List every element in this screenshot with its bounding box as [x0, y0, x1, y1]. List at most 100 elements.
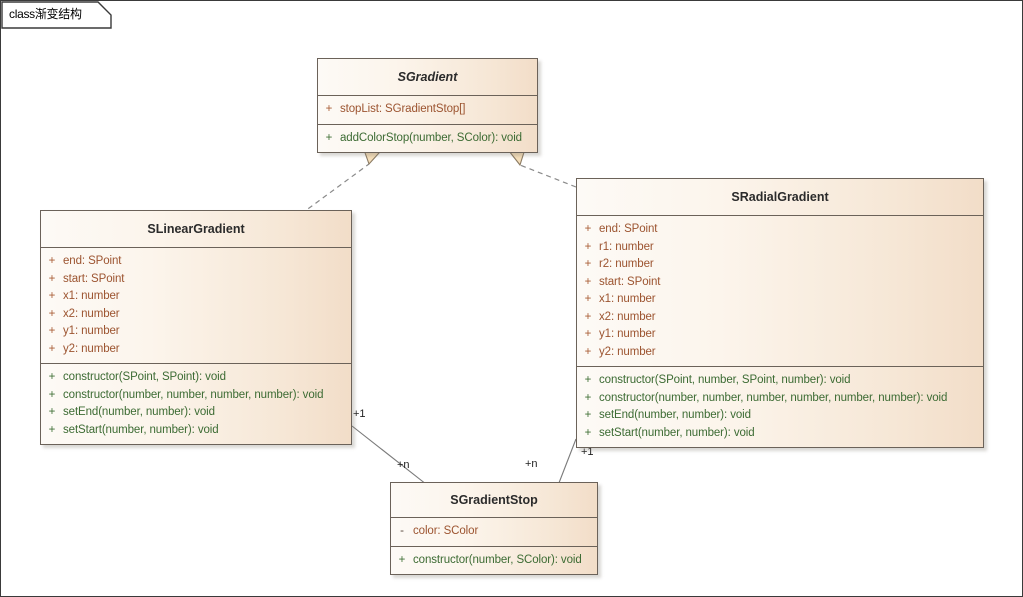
class-box-sgradient[interactable]: SGradient + stopList: SGradientStop[] + … [317, 58, 538, 153]
visibility-marker: + [584, 275, 592, 288]
attribute-row[interactable]: + r2: number [577, 256, 983, 274]
member-signature: setEnd(number, number): void [599, 409, 751, 421]
method-row[interactable]: + addColorStop(number, SColor): void [318, 130, 537, 148]
member-signature: constructor(SPoint, SPoint): void [63, 371, 226, 383]
attribute-row[interactable]: + stopList: SGradientStop[] [318, 101, 537, 119]
class-box-slineargradient[interactable]: SLinearGradient + end: SPoint + start: S… [40, 210, 352, 445]
method-row[interactable]: + constructor(SPoint, number, SPoint, nu… [577, 372, 983, 390]
attributes-section-sgradientstop: - color: SColor [391, 518, 597, 546]
member-signature: x2: number [599, 310, 656, 323]
edge-label-linear-n: +n [397, 459, 410, 471]
class-box-sradialgradient[interactable]: SRadialGradient + end: SPoint + r1: numb… [576, 178, 984, 448]
attribute-row[interactable]: + x1: number [577, 291, 983, 309]
class-name-sgradient: SGradient [318, 59, 537, 96]
member-signature: x1: number [599, 293, 656, 305]
visibility-marker: + [584, 310, 592, 323]
title-tab-shape [1, 1, 112, 29]
visibility-marker: + [584, 240, 592, 253]
member-signature: x2: number [63, 307, 120, 320]
visibility-marker: + [48, 371, 56, 383]
visibility-marker: + [48, 388, 56, 401]
visibility-marker: + [584, 293, 592, 305]
visibility-marker: + [48, 290, 56, 302]
edge-label-linear-one: +1 [353, 408, 366, 420]
realization-linear-to-gradient [300, 146, 380, 215]
member-signature: y2: number [599, 345, 656, 358]
method-row[interactable]: + constructor(SPoint, SPoint): void [41, 369, 351, 387]
visibility-marker: + [584, 223, 592, 235]
method-row[interactable]: + setEnd(number, number): void [41, 404, 351, 422]
methods-section-slineargradient: + constructor(SPoint, SPoint): void + co… [41, 363, 351, 444]
attribute-row[interactable]: + y2: number [41, 341, 351, 359]
member-signature: y1: number [63, 325, 120, 337]
member-signature: color: SColor [413, 525, 479, 537]
visibility-marker: + [48, 342, 56, 355]
methods-section-sgradientstop: + constructor(number, SColor): void [391, 545, 597, 575]
method-row[interactable]: + setStart(number, number): void [577, 425, 983, 443]
attribute-row[interactable]: + end: SPoint [41, 253, 351, 271]
edge-label-radial-n: +n [525, 458, 538, 470]
method-row[interactable]: + constructor(number, number, number, nu… [577, 390, 983, 408]
attribute-row[interactable]: + y1: number [577, 326, 983, 344]
member-signature: end: SPoint [599, 223, 658, 235]
realization-radial-to-gradient [507, 148, 577, 188]
visibility-marker: + [584, 391, 592, 404]
member-signature: addColorStop(number, SColor): void [340, 131, 522, 144]
member-signature: start: SPoint [599, 275, 661, 288]
attribute-row[interactable]: + end: SPoint [577, 221, 983, 239]
class-box-sgradientstop[interactable]: SGradientStop - color: SColor + construc… [390, 482, 598, 575]
visibility-marker: + [584, 426, 592, 439]
attribute-row[interactable]: + start: SPoint [577, 274, 983, 292]
attribute-row[interactable]: + start: SPoint [41, 271, 351, 289]
visibility-marker: + [48, 272, 56, 285]
method-row[interactable]: + constructor(number, number, number, nu… [41, 387, 351, 405]
attribute-row[interactable]: - color: SColor [391, 523, 597, 541]
member-signature: x1: number [63, 290, 120, 302]
association-radial-to-stop [556, 438, 577, 489]
visibility-marker: + [584, 258, 592, 270]
method-row[interactable]: + setEnd(number, number): void [577, 407, 983, 425]
attributes-section-sgradient: + stopList: SGradientStop[] [318, 96, 537, 124]
attributes-section-slineargradient: + end: SPoint + start: SPoint + x1: numb… [41, 248, 351, 363]
visibility-marker: + [584, 374, 592, 386]
visibility-marker: - [400, 525, 404, 537]
visibility-marker: + [325, 103, 333, 115]
member-signature: setStart(number, number): void [63, 423, 219, 436]
member-signature: constructor(SPoint, number, SPoint, numb… [599, 374, 851, 386]
attribute-row[interactable]: + x1: number [41, 288, 351, 306]
class-name-sgradientstop: SGradientStop [391, 483, 597, 518]
attribute-row[interactable]: + y2: number [577, 344, 983, 362]
visibility-marker: + [325, 131, 333, 144]
member-signature: r1: number [599, 240, 654, 253]
visibility-marker: + [48, 325, 56, 337]
member-signature: constructor(number, SColor): void [413, 553, 582, 566]
member-signature: end: SPoint [63, 255, 122, 267]
attributes-section-sradialgradient: + end: SPoint + r1: number + r2: number … [577, 216, 983, 366]
visibility-marker: + [584, 409, 592, 421]
diagram-title-label: class渐变结构 [9, 7, 82, 21]
visibility-marker: + [398, 553, 406, 566]
attribute-row[interactable]: + r1: number [577, 239, 983, 257]
attribute-row[interactable]: + y1: number [41, 323, 351, 341]
visibility-marker: + [584, 345, 592, 358]
method-row[interactable]: + constructor(number, SColor): void [391, 552, 597, 570]
visibility-marker: + [584, 328, 592, 340]
methods-section-sradialgradient: + constructor(SPoint, number, SPoint, nu… [577, 366, 983, 447]
member-signature: y2: number [63, 342, 120, 355]
member-signature: setStart(number, number): void [599, 426, 755, 439]
edge-label-radial-one: +1 [581, 446, 594, 458]
visibility-marker: + [48, 423, 56, 436]
attribute-row[interactable]: + x2: number [577, 309, 983, 327]
method-row[interactable]: + setStart(number, number): void [41, 422, 351, 440]
member-signature: start: SPoint [63, 272, 125, 285]
member-signature: r2: number [599, 258, 654, 270]
association-linear-to-stop [351, 425, 432, 489]
member-signature: stopList: SGradientStop[] [340, 103, 466, 115]
methods-section-sgradient: + addColorStop(number, SColor): void [318, 123, 537, 153]
member-signature: y1: number [599, 328, 656, 340]
visibility-marker: + [48, 406, 56, 418]
member-signature: constructor(number, number, number, numb… [599, 391, 948, 404]
visibility-marker: + [48, 307, 56, 320]
member-signature: setEnd(number, number): void [63, 406, 215, 418]
attribute-row[interactable]: + x2: number [41, 306, 351, 324]
